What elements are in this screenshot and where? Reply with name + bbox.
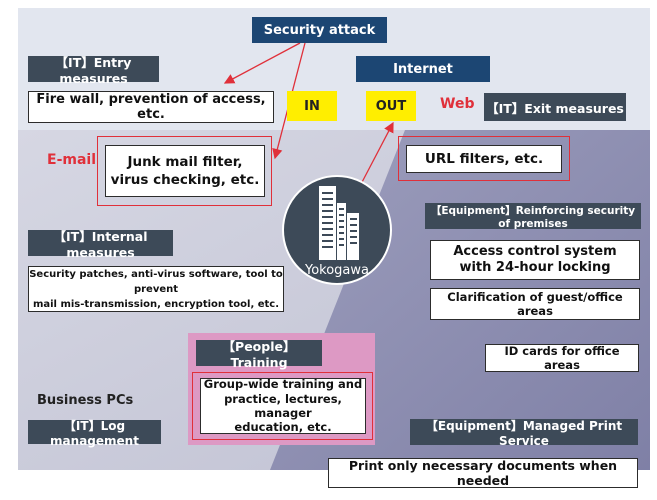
email-item: Junk mail filter, virus checking, etc. (105, 145, 265, 197)
email-red-frame (97, 136, 272, 206)
web-label: Web (440, 96, 475, 112)
business-pcs-label: Business PCs (37, 393, 134, 408)
id-cards-item: ID cards for office areas (485, 344, 639, 372)
people-red-frame (192, 372, 373, 440)
it-internal-item: Security patches, anti-virus software, t… (28, 266, 284, 312)
security-attack-label: Security attack (252, 17, 387, 43)
in-label: IN (287, 91, 337, 121)
arrow-out-to-web (359, 121, 394, 187)
building-windows (322, 192, 357, 248)
it-exit-item: URL filters, etc. (406, 145, 562, 173)
it-entry-item: Fire wall, prevention of access, etc. (28, 91, 274, 123)
arrow-attack-to-entry (223, 42, 301, 84)
out-label: OUT (366, 91, 416, 121)
it-entry-title: 【IT】Entry measures (28, 55, 159, 86)
url-red-frame (398, 136, 570, 181)
it-internal-title: 【IT】Internal measures (28, 229, 173, 260)
email-label: E-mail (47, 152, 97, 168)
yokogawa-label: Yokogawa (304, 263, 369, 278)
it-exit-title: 【IT】Exit measures (484, 93, 626, 121)
equipment-premises-title: 【Equipment】Reinforcing security of premi… (425, 203, 641, 230)
it-log-title: 【IT】Log management (28, 419, 161, 448)
equipment-print-title: 【Equipment】Managed Print Service (410, 419, 638, 448)
guest-office-areas-item: Clarification of guest/office areas (430, 288, 640, 320)
people-item: Group-wide training and practice, lectur… (200, 377, 366, 434)
people-title: 【People】Training (196, 339, 322, 370)
equipment-print-item: Print only necessary documents when need… (328, 458, 638, 488)
internet-label: Internet (356, 56, 490, 82)
access-control-item: Access control system with 24-hour locki… (430, 240, 640, 280)
